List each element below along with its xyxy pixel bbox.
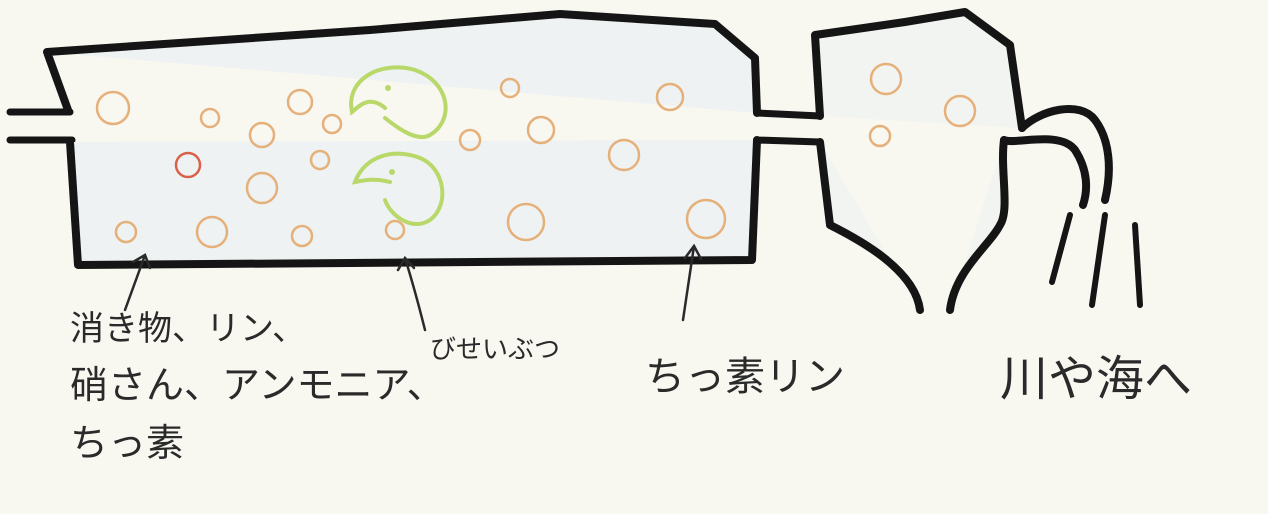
tank-contents-label-3: ちっ素 [70,421,184,465]
microbes-label: びせいぶつ [430,335,560,365]
particle-bubbles [95,77,727,249]
settling-bubbles [868,62,977,148]
inlet-pipe [6,108,76,144]
nitrogen-phosphorus-label: ちっ素リン [645,354,845,400]
flow-lines [1049,212,1143,308]
microbes-icon [349,65,448,227]
connector-pipe [753,109,824,146]
tank-contents-label-2: 硝さん、アンモニア、 [70,363,445,407]
tank-contents-label-1: 消き物、リン、 [70,309,306,349]
pointer-arrows [123,243,703,332]
outlet-pipe [1000,105,1113,209]
settling-tank [811,8,1026,314]
treatment-tank [43,10,761,269]
rivers-and-sea-label: 川や海へ [1000,351,1192,407]
